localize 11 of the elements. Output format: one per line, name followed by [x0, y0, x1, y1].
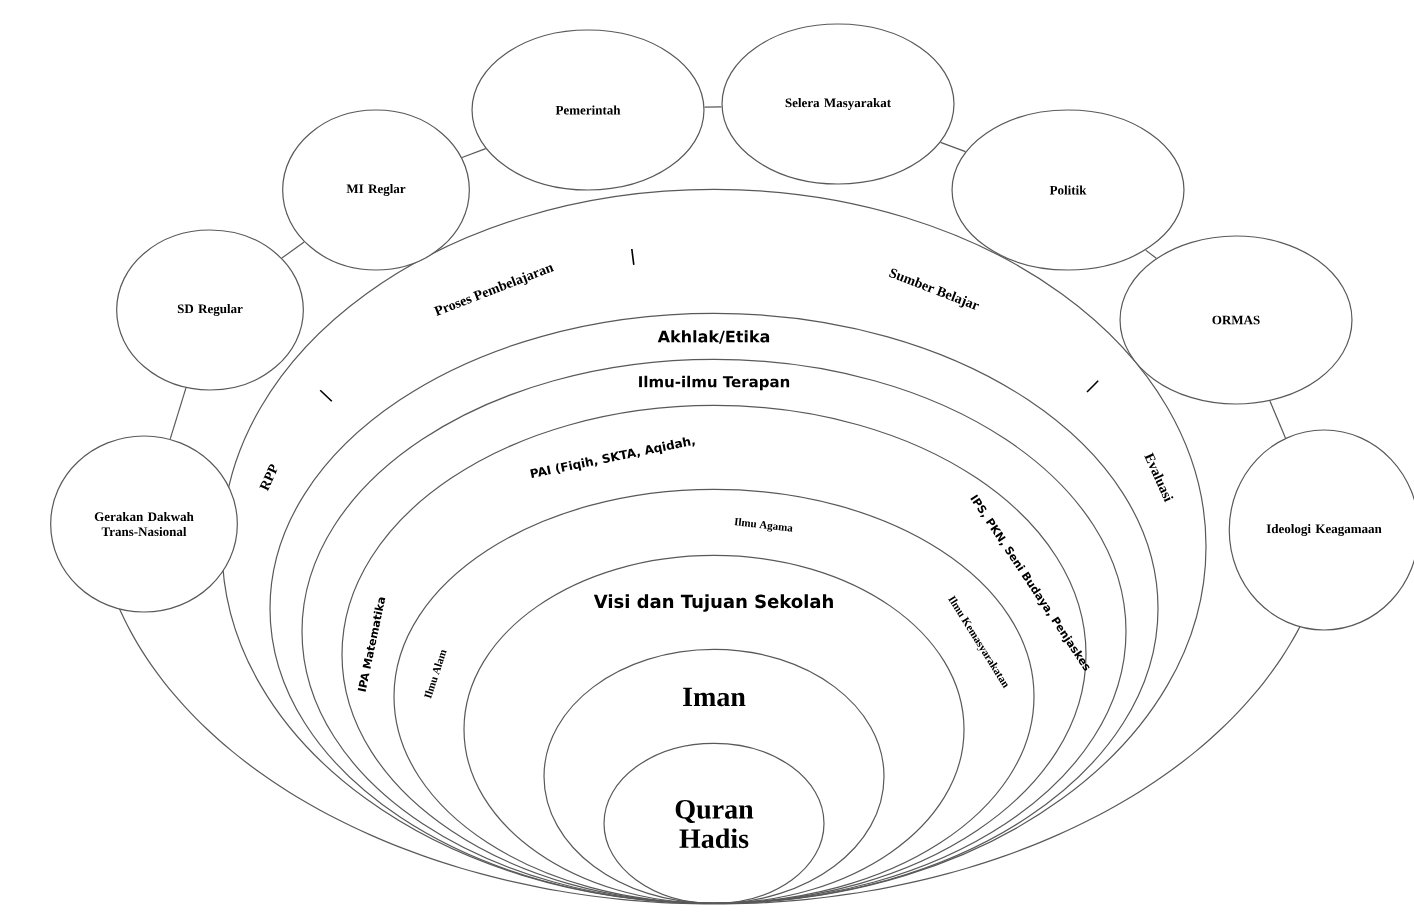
ring-label: Akhlak/Etika: [657, 330, 770, 344]
connector: [703, 106, 723, 108]
connector: [461, 148, 487, 159]
connector: [1269, 400, 1287, 439]
connector: [281, 241, 305, 259]
connector: [939, 141, 967, 153]
ring-label: Iman: [683, 687, 746, 707]
ring-label: Visi dan Tujuan Sekolah: [593, 594, 833, 612]
ring-label: Quran Hadis: [675, 799, 754, 849]
connector: [1145, 249, 1157, 259]
connector: [169, 387, 187, 440]
